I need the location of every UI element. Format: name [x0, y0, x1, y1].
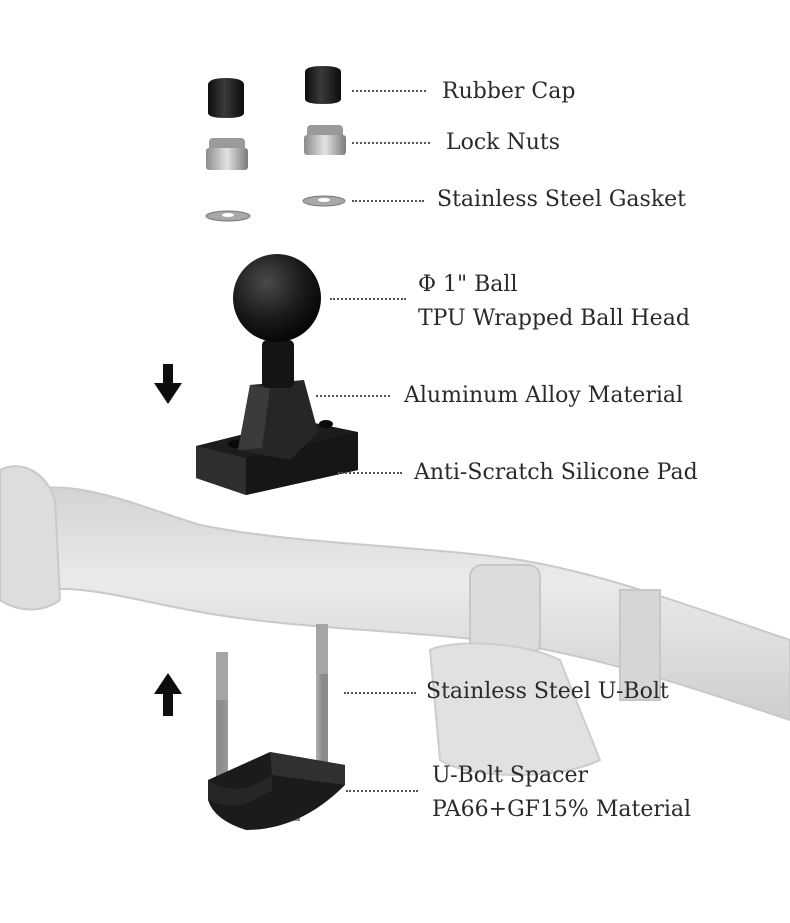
lock-nut-right: [304, 125, 346, 155]
label-gasket: Stainless Steel Gasket: [437, 187, 687, 212]
handlebar-background: [0, 465, 790, 776]
rubber-cap-left: [208, 78, 244, 118]
leader-ubolt: [344, 692, 416, 694]
label-ubolt: Stainless Steel U-Bolt: [426, 679, 669, 704]
lock-nut-left: [206, 138, 248, 170]
arrow-up-icon: [154, 673, 182, 716]
arrow-down-icon: [154, 364, 182, 404]
ball-head-mount: [196, 254, 358, 495]
rubber-cap-right: [305, 66, 341, 104]
leader-gasket: [352, 200, 424, 202]
u-bolt-spacer: [208, 752, 345, 830]
label-ball-head: TPU Wrapped Ball Head: [418, 306, 690, 331]
gasket-left: [205, 210, 251, 222]
leader-ball: [330, 298, 406, 300]
leader-rubber-cap: [352, 90, 426, 92]
label-spacer: U-Bolt Spacer: [432, 763, 588, 788]
leader-silicone: [338, 472, 402, 474]
label-lock-nuts: Lock Nuts: [446, 130, 561, 155]
leader-spacer: [346, 790, 418, 792]
label-rubber-cap: Rubber Cap: [442, 79, 576, 104]
label-aluminum: Aluminum Alloy Material: [404, 383, 684, 408]
leader-lock-nuts: [352, 142, 430, 144]
gasket-right: [302, 195, 346, 207]
label-silicone: Anti-Scratch Silicone Pad: [414, 460, 698, 485]
label-ball-size: Φ 1" Ball: [418, 272, 518, 297]
label-spacer-material: PA66+GF15% Material: [432, 797, 692, 822]
leader-aluminum: [316, 395, 390, 397]
